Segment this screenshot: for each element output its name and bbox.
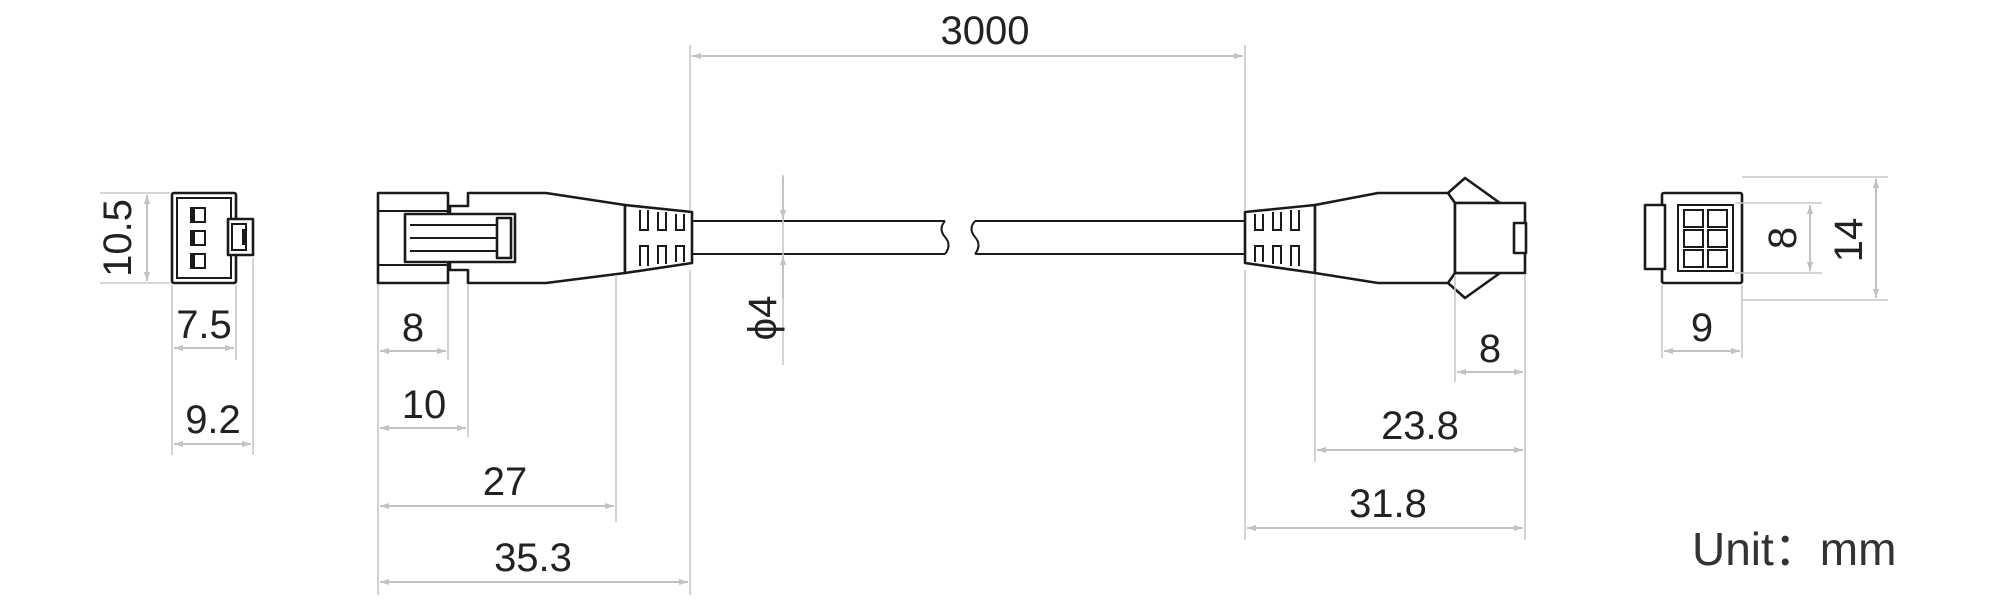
right-end-view bbox=[1643, 191, 1744, 285]
dim-socket-31-8: 31.8 bbox=[1349, 482, 1427, 526]
dimension-lines bbox=[100, 45, 1888, 595]
left-end-view bbox=[170, 191, 255, 285]
dim-left-end-width-inner: 7.5 bbox=[176, 303, 232, 347]
dim-plug-8: 8 bbox=[402, 306, 424, 350]
dim-socket-23-8: 23.8 bbox=[1381, 404, 1459, 448]
dim-plug-10: 10 bbox=[402, 383, 447, 427]
unit-label: Unit：mm bbox=[1692, 523, 1896, 575]
dim-left-end-width-outer: 9.2 bbox=[185, 398, 241, 442]
dim-right-end-height-outer: 14 bbox=[1827, 218, 1871, 263]
dim-cable-diameter: ϕ4 bbox=[741, 296, 785, 341]
dim-right-end-width: 9 bbox=[1691, 306, 1713, 350]
dim-right-end-height-inner: 8 bbox=[1761, 227, 1805, 249]
left-plug bbox=[376, 191, 694, 285]
right-socket bbox=[1243, 176, 1528, 300]
dim-left-end-height: 10.5 bbox=[96, 199, 140, 277]
cable bbox=[692, 220, 1245, 255]
dim-plug-35-3: 35.3 bbox=[494, 536, 572, 580]
dim-plug-27: 27 bbox=[483, 460, 528, 504]
dim-socket-8: 8 bbox=[1479, 327, 1501, 371]
dim-cable-length: 3000 bbox=[941, 9, 1030, 53]
